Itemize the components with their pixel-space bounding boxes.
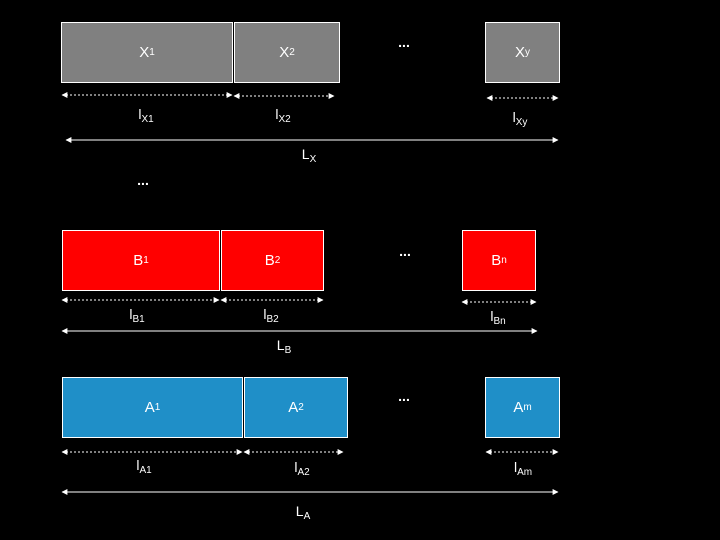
label-LB: LB: [276, 337, 292, 356]
label-lxy: lXy: [512, 109, 528, 128]
ellipsis-rows: ...: [137, 172, 149, 188]
label-la2: lA2: [294, 459, 310, 478]
ellipsis-x-boxes: ...: [398, 34, 410, 50]
label-LX: LX: [301, 146, 317, 165]
ellipsis-b-boxes: ...: [399, 243, 411, 259]
label-LA: LA: [295, 503, 311, 522]
label-lbn: lBn: [490, 308, 506, 327]
label-la1: lA1: [136, 457, 152, 476]
label-lb1: lB1: [129, 306, 145, 325]
label-lam: lAm: [513, 459, 533, 478]
ellipsis-a-boxes: ...: [398, 388, 410, 404]
label-lb2: lB2: [263, 306, 279, 325]
label-lx1: lX1: [138, 106, 154, 125]
label-lx2: lX2: [275, 106, 291, 125]
